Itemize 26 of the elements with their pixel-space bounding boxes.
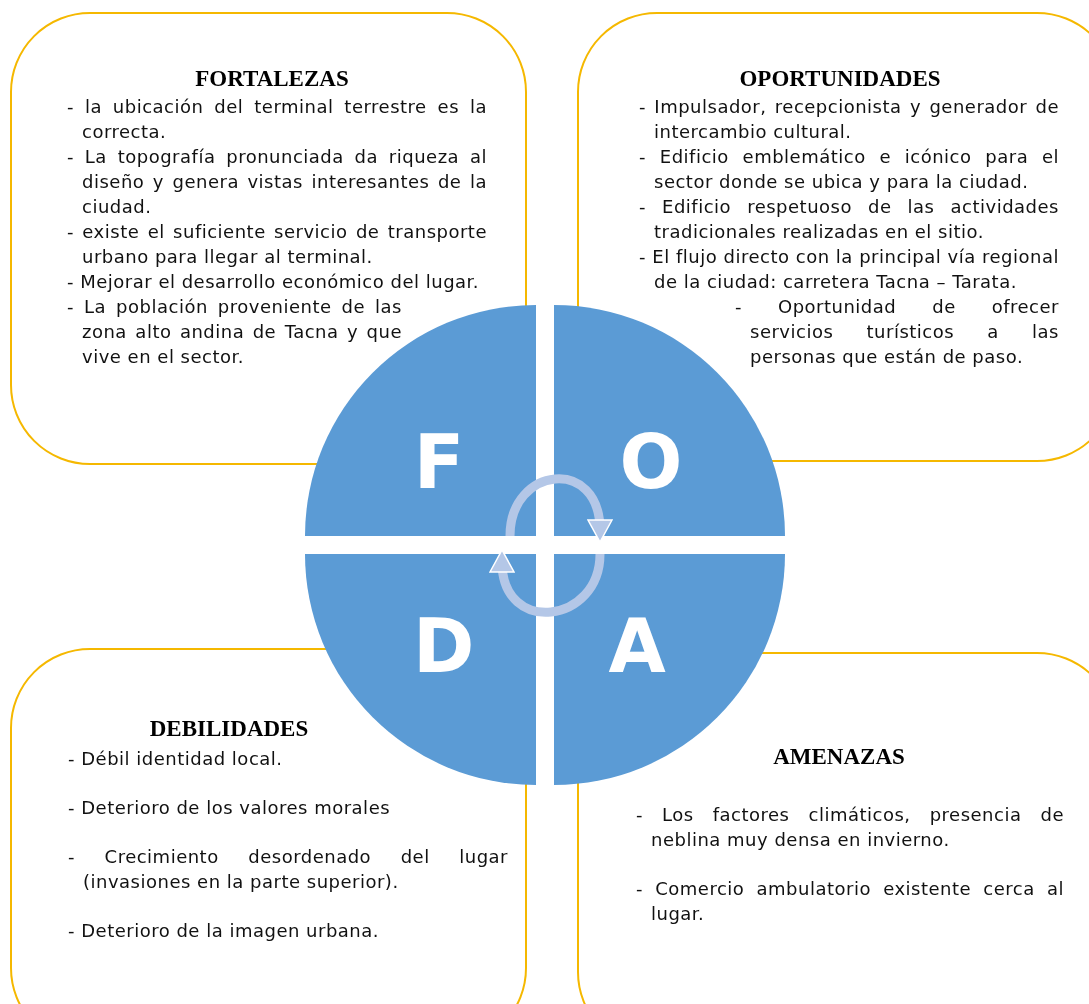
quadrant-letter: D <box>412 609 475 684</box>
panel-heading: FORTALEZAS <box>195 66 349 92</box>
bullet-item: - la ubicación del terminal terrestre es la correcta. <box>67 95 487 144</box>
quadrant-letter: F <box>413 425 465 500</box>
panel-heading: OPORTUNIDADES <box>739 66 941 92</box>
bullet-item: - La topografía pronunciada da riqueza al diseño y genera vistas interesantes de la ciudad. <box>67 145 487 219</box>
curved-arrow <box>505 474 612 543</box>
bullet-item: - Los factores climáticos, presencia de neblina muy densa en invierno. <box>636 803 1064 852</box>
bullet-item: - Edificio respetuoso de las actividades tradicionales realizadas en el sitio. <box>639 195 1059 244</box>
bullet-item: - Edificio emblemático e icónico para el sector donde se ubica y para la ciudad. <box>639 145 1059 194</box>
bullet-item: - Deterioro de la imagen urbana. <box>68 919 381 943</box>
bullet-item: - Débil identidad local. <box>68 747 284 771</box>
bullet-item: - existe el suficiente servicio de transporte urbano para llegar al terminal. <box>67 220 487 269</box>
quadrant-letter: A <box>608 609 666 684</box>
bullet-item: - La población proveniente de las zona alto andina de Tacna y que vive en el sector. <box>67 295 402 369</box>
panel-heading: DEBILIDADES <box>149 716 309 742</box>
bullet-item: - Comercio ambulatorio existente cerca al lugar. <box>636 877 1064 926</box>
quadrant-letter: O <box>619 425 683 500</box>
panel-heading: AMENAZAS <box>773 744 905 770</box>
bullet-item: - Crecimiento desordenado del lugar (invasiones en la parte superior). <box>68 845 508 894</box>
bullet-item: - El flujo directo con la principal vía regional de la ciudad: carretera Tacna – Tarata. <box>639 245 1059 294</box>
bullet-item: - Impulsador, recepcionista y generador de intercambio cultural. <box>639 95 1059 144</box>
bullet-item: - Oportunidad de ofrecer servicios turísticos a las personas que están de paso. <box>735 295 1059 369</box>
bullet-item: - Mejorar el desarrollo económico del lugar. <box>67 270 481 294</box>
bullet-item: - Deterioro de los valores morales <box>68 796 392 820</box>
curved-arrow <box>490 549 605 617</box>
